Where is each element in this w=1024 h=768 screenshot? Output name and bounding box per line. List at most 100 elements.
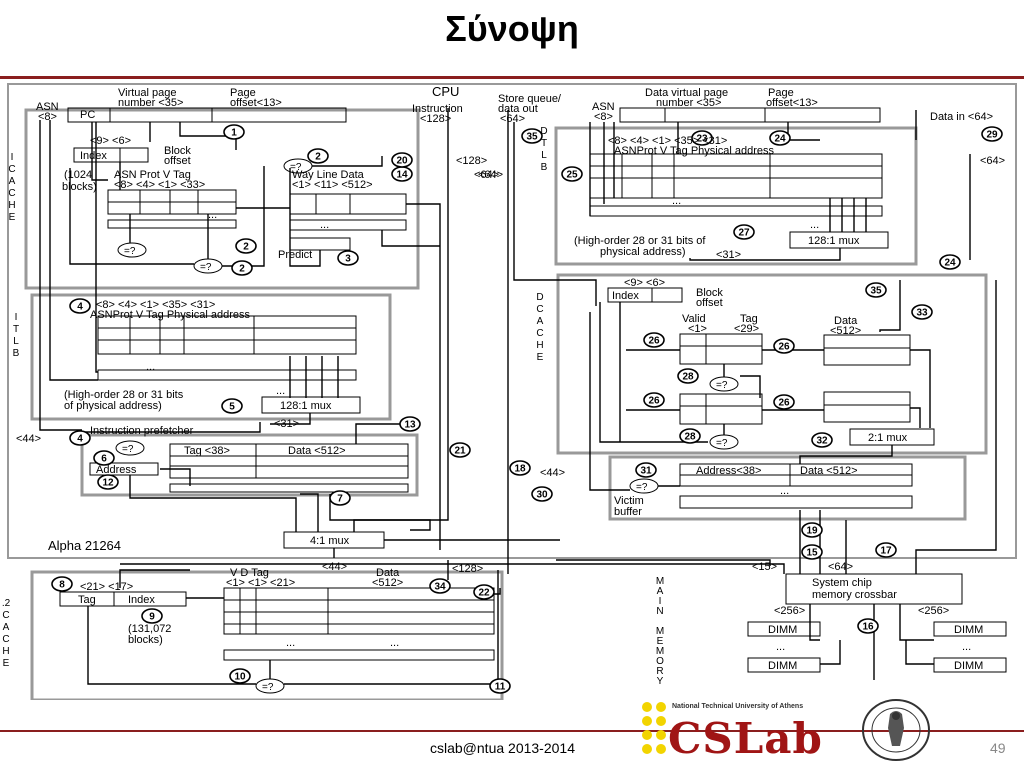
icache-data-dots: ... — [320, 219, 329, 231]
offset-13-label: offset<13> — [230, 97, 282, 109]
icache-blocks-1: (1024 — [64, 169, 92, 181]
way-line-widths: <1> <11> <512> — [292, 179, 373, 191]
l2-widths: <21> <17> — [80, 581, 133, 593]
instruction-width: <128> — [420, 113, 451, 125]
vertical-label-char: N — [656, 606, 663, 617]
step-circle — [857, 618, 879, 634]
step-number: 12 — [102, 478, 114, 489]
system-chip-label: System chip — [812, 577, 872, 589]
step-circle — [69, 430, 91, 446]
dtlb-widths: <8> <4> <1> <35> <31> — [608, 135, 727, 147]
slide-title: Σύνοψη — [445, 8, 579, 49]
vertical-label-char: L — [541, 150, 547, 161]
prefetch-address-register — [89, 462, 159, 476]
step-circle — [337, 250, 359, 266]
dcache-valid-bits: <1> — [688, 323, 707, 335]
step-circle — [93, 450, 115, 466]
icache-widths: <8> <4> <1> <33> — [114, 179, 205, 191]
vertical-label-char: M — [656, 626, 664, 637]
dtlb-high-1: (High-order 28 or 31 bits of — [574, 235, 706, 247]
step-circle — [329, 490, 351, 506]
itlb-high-1: (High-order 28 or 31 bits — [64, 389, 184, 401]
step-number: 8 — [59, 580, 65, 591]
l2-index-label: Index — [128, 594, 155, 606]
victim-dots: ... — [780, 485, 789, 497]
step-circle — [391, 152, 413, 168]
icache-b64: <64> — [474, 169, 499, 181]
step-number: 4 — [77, 302, 83, 313]
alpha-21264-memory-hierarchy-diagram: 1222344567891011121314151617181920212223… — [2, 83, 1017, 700]
data-offset-13-label: offset<13> — [766, 97, 818, 109]
dimm-4 — [933, 657, 1007, 673]
step-number: 30 — [536, 490, 548, 501]
step-circle — [773, 394, 795, 410]
icache-index-label: Index — [80, 150, 107, 162]
icache-box — [24, 108, 420, 290]
l2-vd-label: V D Tag — [230, 567, 269, 579]
step-circle — [773, 338, 795, 354]
vertical-label-char: I — [11, 152, 14, 163]
step-circle — [643, 392, 665, 408]
vertical-label-char: E — [3, 658, 10, 669]
prefetch-tag38: Tag <38> — [184, 445, 230, 457]
itlb-high-2: of physical address) — [64, 400, 162, 412]
data-out-label: data out — [498, 103, 538, 115]
step-circle — [801, 544, 823, 560]
step-circle — [235, 238, 257, 254]
dcache-data-way1 — [823, 334, 911, 366]
vertical-label-char: M — [656, 646, 664, 657]
step-number: 26 — [778, 342, 790, 353]
vertical-label-char: C — [536, 304, 543, 315]
step-circle — [865, 282, 887, 298]
prefetch-data512: Data <512> — [288, 445, 346, 457]
step-number: 2 — [243, 242, 249, 253]
cpu-boundary — [7, 83, 1017, 559]
dimm-label-3: DIMM — [954, 624, 983, 636]
vertical-label-char: A — [9, 176, 16, 187]
vertical-label-char: E — [9, 212, 16, 223]
dtlb-b64-right: <64> — [980, 155, 1005, 167]
step-circle — [69, 298, 91, 314]
itlb-dots: ... — [146, 361, 155, 373]
dimm-2 — [747, 657, 821, 673]
dcache-offset-label: offset — [696, 297, 723, 309]
itlb-array — [97, 315, 357, 355]
l2-data-bits: <512> — [372, 577, 403, 589]
l2-data-label: Data — [376, 567, 400, 579]
dimm-1 — [747, 621, 821, 637]
step-circle — [691, 130, 713, 146]
step-circle — [229, 668, 251, 684]
icache-dots: ... — [208, 209, 217, 221]
pc-register — [67, 107, 347, 123]
data-va-register — [619, 107, 881, 123]
vertical-label-char: I — [659, 596, 662, 607]
step-number: 21 — [454, 446, 466, 457]
icache-block-label: Block — [164, 145, 191, 157]
way-line-data: Way Line Data — [292, 169, 365, 181]
step-number: 18 — [514, 464, 526, 475]
dcache-tag-way1 — [679, 333, 763, 365]
step-circle — [307, 148, 329, 164]
dtlb-dots-2: ... — [810, 219, 819, 231]
asn-label-right: ASN — [592, 101, 615, 113]
dtlb-fields: ASNProt V Tag Physical address — [614, 145, 774, 157]
dcache-data-bits: <512> — [830, 325, 861, 337]
dimm-dots-right: ... — [962, 641, 971, 653]
step-circle — [509, 460, 531, 476]
step-circle — [733, 224, 755, 240]
prefetcher-box — [80, 433, 419, 497]
step-circle — [51, 576, 73, 592]
l2-tag-label: Tag — [78, 594, 96, 606]
step-circle — [643, 332, 665, 348]
vertical-label-char: A — [537, 316, 544, 327]
dcache-index-bits: <9> <6> — [624, 277, 665, 289]
step-number: 20 — [396, 156, 408, 167]
prefetch-address: Address — [96, 464, 137, 476]
dcache-index-label: Index — [612, 290, 639, 302]
step-circle — [521, 128, 543, 144]
step-number: 29 — [986, 130, 998, 141]
step-number: 22 — [478, 588, 490, 599]
step-circle — [221, 398, 243, 414]
university-caption: National Technical University of Athens — [672, 703, 804, 710]
